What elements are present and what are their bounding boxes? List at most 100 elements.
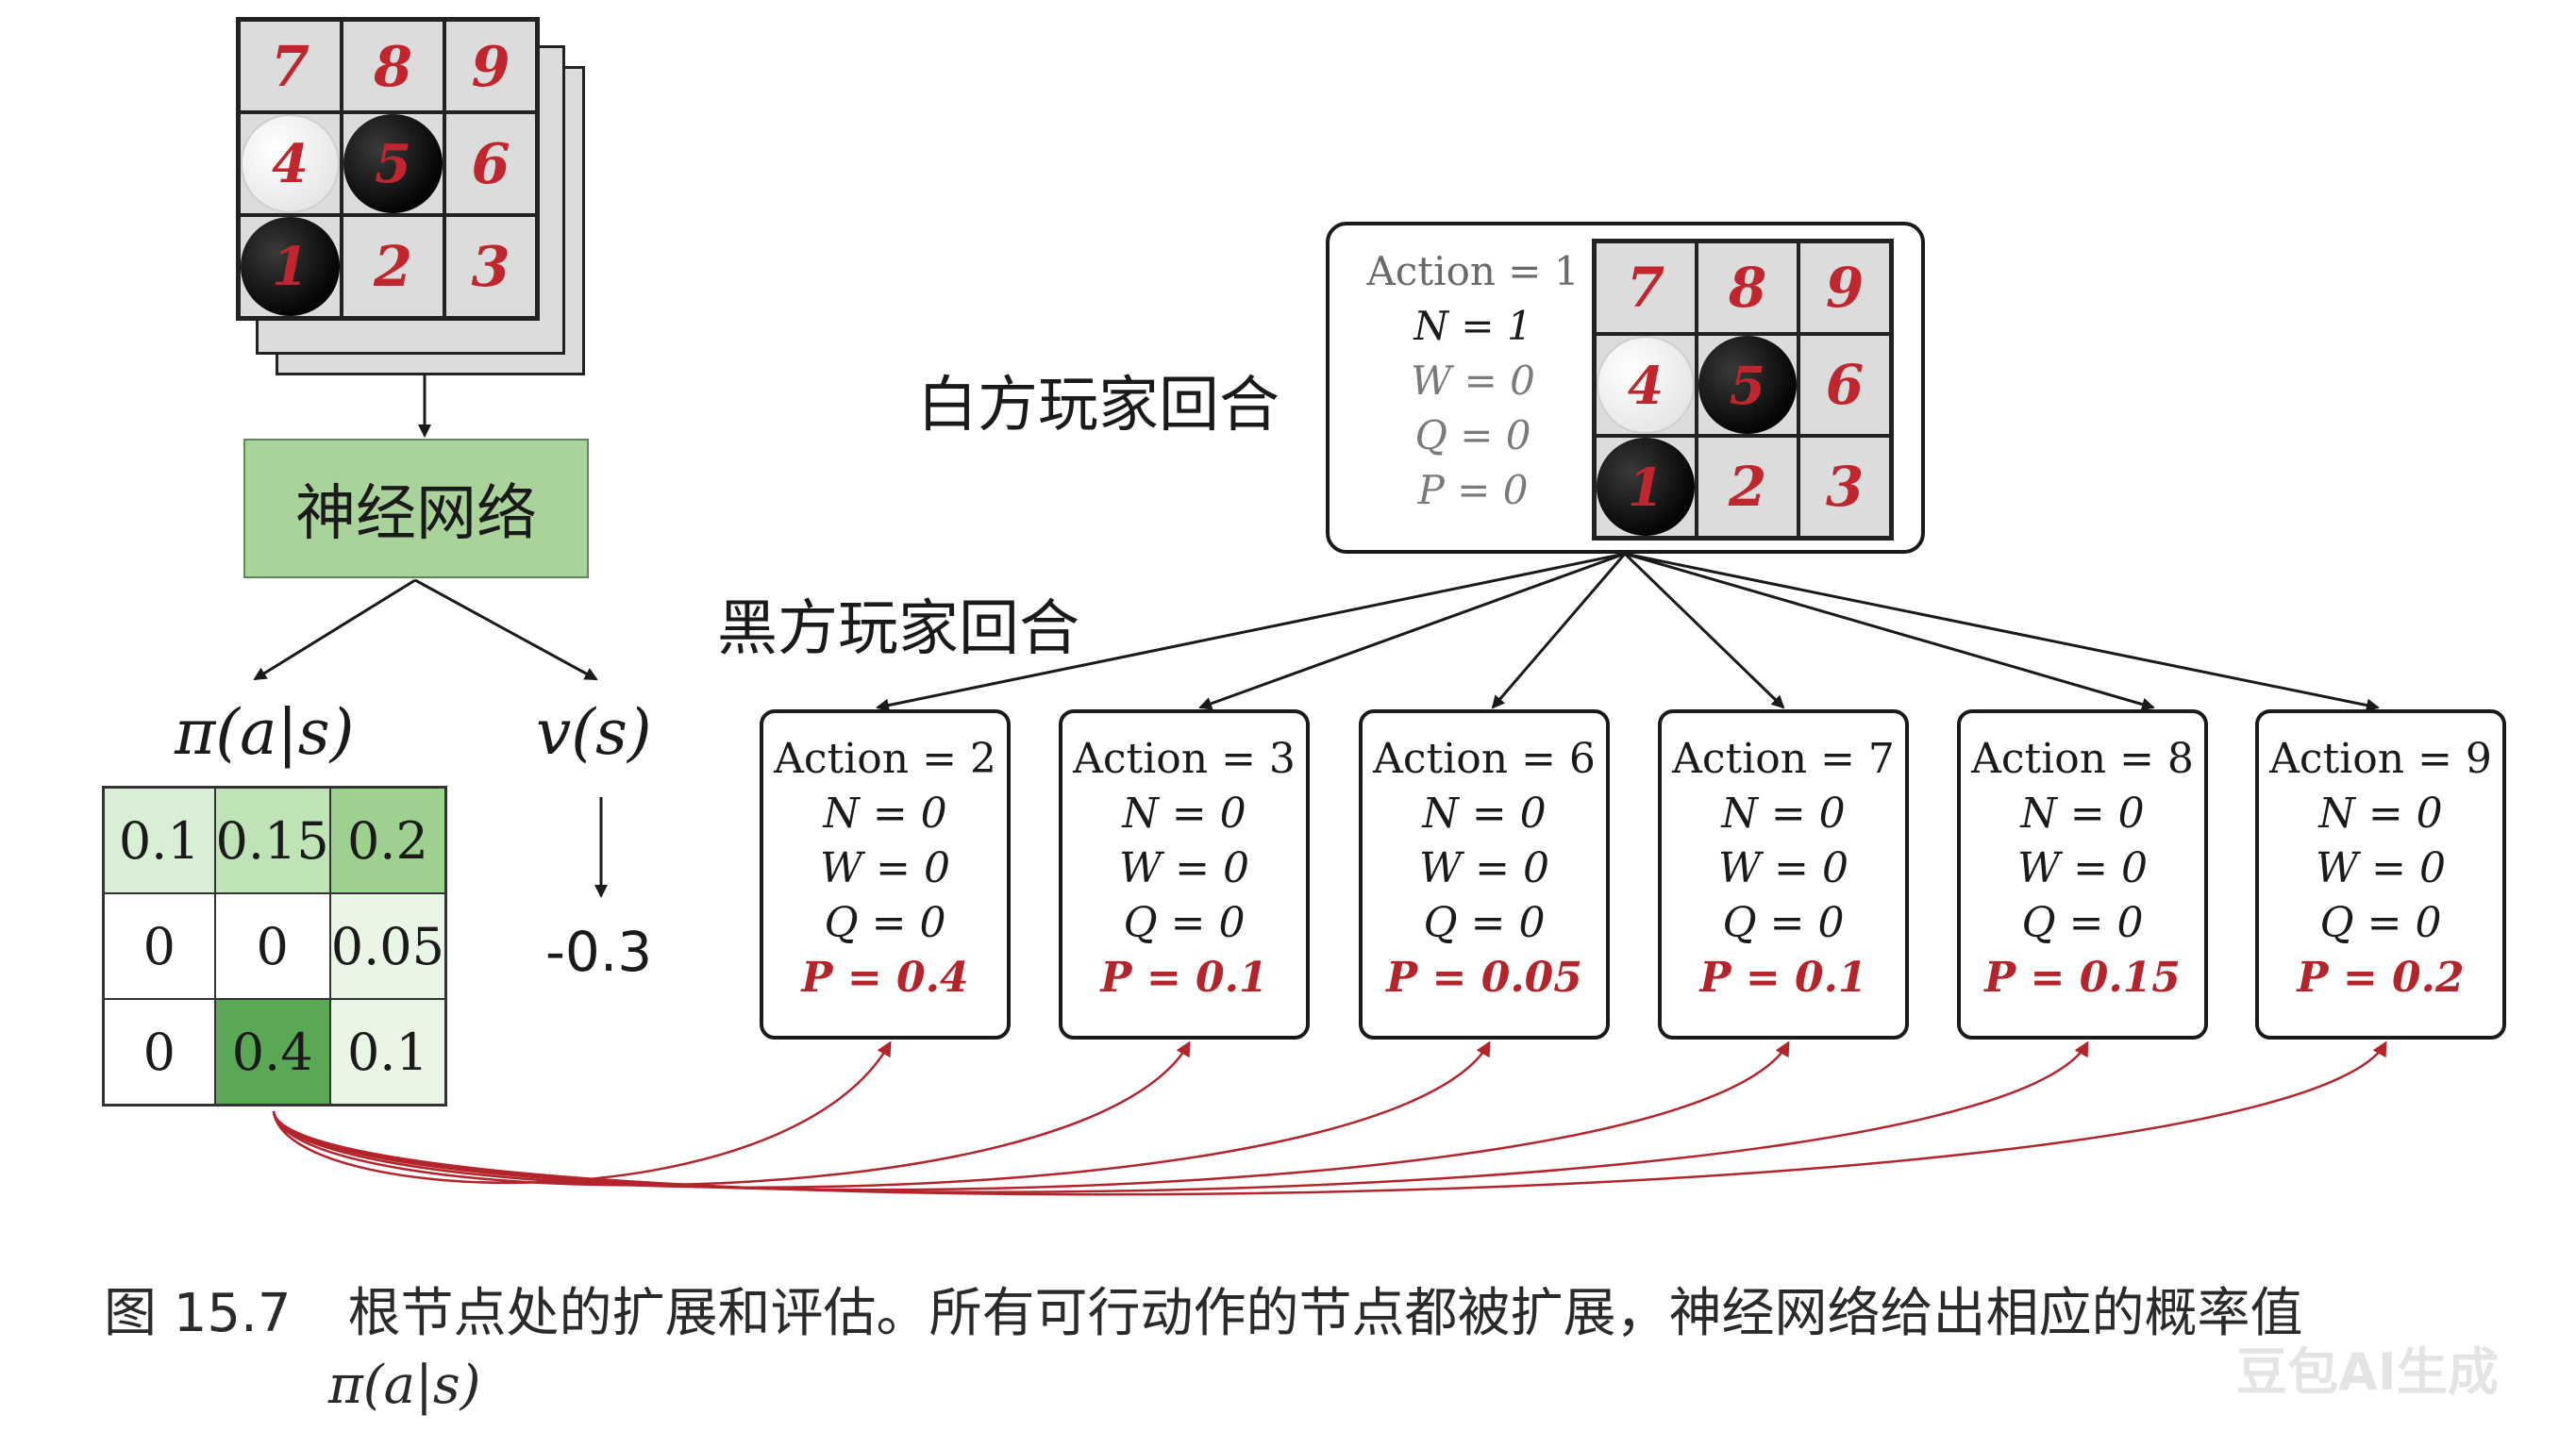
policy-cell: 0: [104, 893, 215, 999]
tree-edge: [876, 552, 1626, 712]
policy-curve: [272, 1040, 2089, 1193]
board-cell: 3: [444, 215, 537, 318]
child-w: W = 0: [1418, 844, 1550, 892]
board-cell: 6: [444, 112, 537, 215]
cell-number: 3: [1825, 455, 1865, 519]
black-stone: 5: [343, 114, 443, 213]
child-n: N = 0: [2020, 790, 2145, 838]
tree-edge: [1624, 552, 2155, 711]
value-output: -0.3: [545, 920, 653, 984]
child-q: Q = 0: [824, 899, 946, 947]
caption-number: 图 15.7: [104, 1283, 292, 1344]
cell-number: 9: [471, 33, 510, 99]
root-action: Action = 1: [1366, 248, 1580, 294]
child-action: Action = 6: [1373, 735, 1596, 783]
child-p: P = 0.05: [1386, 954, 1582, 1002]
cell-number: 6: [1825, 353, 1865, 417]
child-p: P = 0.1: [1100, 954, 1268, 1002]
policy-cell: 0.05: [329, 893, 445, 999]
child-node: Action = 2 N = 0 W = 0 Q = 0 P = 0.4: [760, 709, 1011, 1040]
policy-cell: 0.4: [214, 999, 330, 1105]
policy-curve: [272, 1040, 1790, 1191]
black-stone: 1: [1597, 438, 1695, 536]
board-cell: 1: [1595, 436, 1697, 538]
policy-cell: 0.1: [329, 999, 445, 1105]
child-q: Q = 0: [1423, 899, 1546, 947]
white-turn-label: 白方玩家回合: [917, 371, 1280, 441]
policy-curve: [272, 1040, 1491, 1189]
child-action: Action = 9: [2269, 735, 2492, 783]
child-n: N = 0: [2318, 790, 2443, 838]
board-cell: 8: [342, 20, 444, 112]
caption-text: 根节点处的扩展和评估。所有可行动作的节点都被扩展，神经网络给出相应的概率值: [347, 1283, 2303, 1344]
white-stone: 4: [1597, 336, 1695, 434]
child-n: N = 0: [1721, 790, 1846, 838]
child-q: Q = 0: [1722, 899, 1845, 947]
policy-cell: 0.15: [214, 788, 330, 893]
child-w: W = 0: [2016, 844, 2149, 892]
cell-number: 8: [373, 33, 413, 99]
board-cell: 5: [1697, 334, 1798, 436]
child-q: Q = 0: [2021, 899, 2144, 947]
root-p: P = 0: [1417, 467, 1529, 513]
child-q: Q = 0: [1123, 899, 1246, 947]
white-stone: 4: [241, 114, 340, 213]
child-w: W = 0: [819, 844, 951, 892]
black-turn-label: 黑方玩家回合: [717, 594, 1079, 664]
caption-continuation: π(a|s): [328, 1355, 481, 1416]
policy-curve: [272, 1040, 2387, 1196]
child-action: Action = 2: [774, 735, 996, 783]
board-cell: 7: [1595, 241, 1697, 334]
child-n: N = 0: [1422, 790, 1547, 838]
child-p: P = 0.4: [801, 954, 969, 1002]
root-stats: Action = 1 N = 1 W = 0 Q = 0 P = 0: [1350, 244, 1596, 518]
figure-caption: 图 15.7 根节点处的扩展和评估。所有可行动作的节点都被扩展，神经网络给出相应的…: [104, 1278, 2538, 1422]
tree-edges: [876, 552, 2380, 712]
nn-to-policy-arrow: [253, 578, 416, 681]
policy-label: π(a|s): [175, 696, 355, 769]
watermark: 豆包AI生成: [2236, 1342, 2499, 1402]
tree-edge: [1198, 552, 1626, 710]
child-action: Action = 3: [1073, 735, 1296, 783]
root-q: Q = 0: [1414, 412, 1531, 458]
cell-number: 6: [471, 131, 510, 196]
policy-cell: 0: [104, 999, 215, 1105]
board-cell: 8: [1697, 241, 1798, 334]
nn-to-value-arrow: [414, 578, 598, 681]
value-label: v(s): [536, 696, 652, 769]
policy-curves: [272, 1040, 2387, 1196]
cell-number: 7: [270, 33, 310, 99]
neural-network-label: 神经网络: [295, 479, 537, 549]
board-cell: 3: [1798, 436, 1891, 538]
child-q: Q = 0: [2319, 899, 2442, 947]
cell-number: 8: [1728, 256, 1767, 320]
board-cell: 4: [239, 112, 342, 215]
child-action: Action = 7: [1672, 735, 1895, 783]
neural-network-box: 神经网络: [243, 439, 589, 578]
cell-number: 2: [1728, 455, 1767, 519]
root-n: N = 1: [1413, 303, 1532, 349]
child-n: N = 0: [1122, 790, 1246, 838]
board-cell: 5: [342, 112, 444, 215]
policy-cell: 0: [214, 893, 330, 999]
cell-number: 2: [373, 234, 413, 299]
cell-number: 7: [1626, 256, 1665, 320]
board-cell: 9: [1798, 241, 1891, 334]
cell-number: 3: [471, 234, 510, 299]
child-p: P = 0.1: [1699, 954, 1867, 1002]
child-n: N = 0: [823, 790, 947, 838]
policy-cell: 0.1: [104, 788, 215, 893]
board-cell: 6: [1798, 334, 1891, 436]
board-cell: 9: [444, 20, 537, 112]
board-cell: 7: [239, 20, 342, 112]
policy-cell: 0.2: [329, 788, 445, 893]
child-action: Action = 8: [1971, 735, 2194, 783]
child-p: P = 0.15: [1984, 954, 2181, 1002]
